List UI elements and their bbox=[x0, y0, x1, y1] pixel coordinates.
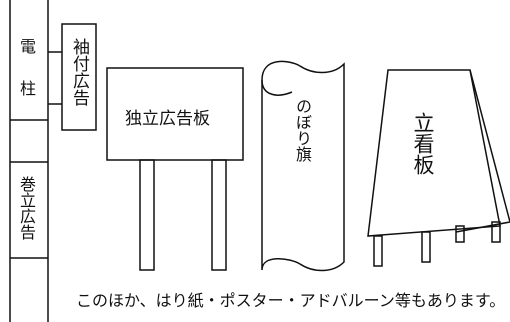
banner-flag bbox=[261, 60, 345, 272]
banner-label: のぼり旗 bbox=[293, 98, 312, 162]
standalone-billboard bbox=[106, 67, 244, 271]
side-sign-label: 袖付広告 bbox=[69, 38, 89, 106]
utility-pole bbox=[9, 0, 49, 322]
pole-label: 電柱 bbox=[17, 38, 36, 122]
a-frame-board bbox=[367, 69, 510, 267]
a-board-label: 立看板 bbox=[411, 112, 435, 175]
side-sign bbox=[48, 23, 97, 131]
wrap-ad-label: 巻立広告 bbox=[17, 176, 36, 240]
caption: このほか、はり紙・ポスター・アドバルーン等もあります。 bbox=[76, 291, 506, 310]
standalone-label: 独立広告板 bbox=[125, 109, 210, 129]
